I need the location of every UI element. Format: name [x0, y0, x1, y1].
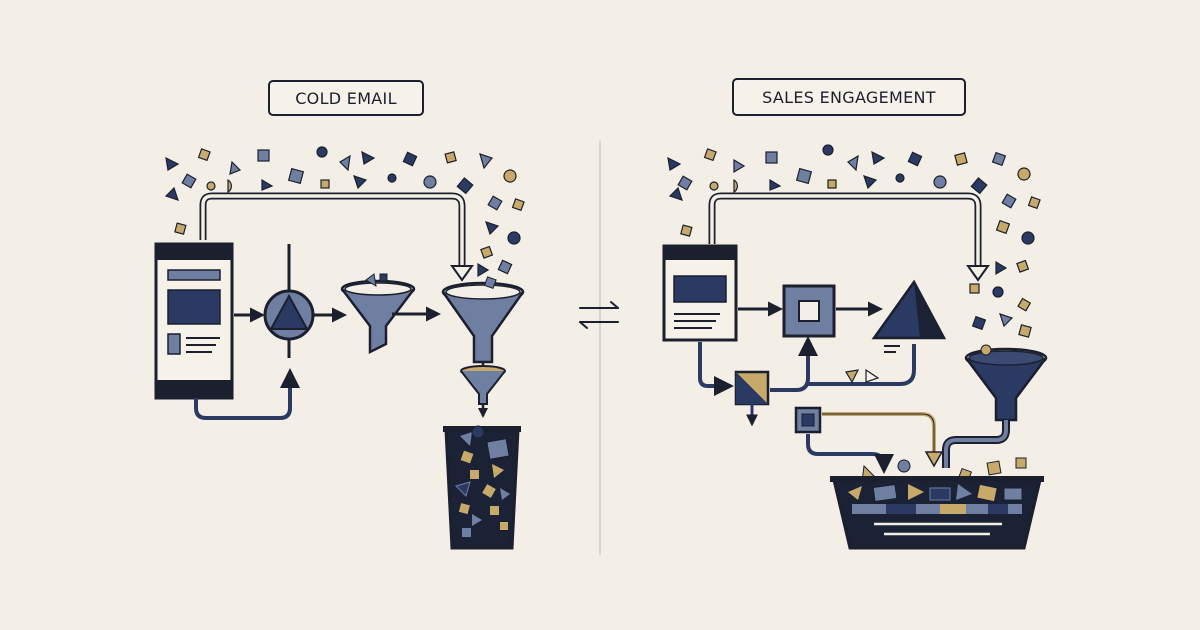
right-arrow-3 — [698, 342, 734, 396]
right-loop-arrowhead — [966, 265, 990, 282]
small-node-icon — [794, 406, 822, 434]
left-funnel-large-icon — [441, 276, 525, 364]
right-top-loop — [708, 192, 982, 268]
left-bottom-loop — [194, 368, 300, 420]
collection-basket-icon — [830, 457, 1044, 550]
split-square-icon — [734, 370, 770, 406]
pyramid-icon — [871, 279, 947, 353]
exchange-arrows-icon — [579, 301, 619, 329]
left-confetti — [164, 146, 525, 278]
right-gold-path — [822, 412, 936, 456]
left-top-loop — [199, 192, 466, 268]
left-loop-arrowhead — [450, 265, 474, 282]
right-arrow-4 — [770, 336, 818, 392]
left-funnel-bottom-icon — [460, 365, 506, 405]
right-confetti — [667, 144, 1041, 338]
sales-document-icon — [662, 244, 738, 342]
right-navy-path — [806, 434, 894, 474]
sales-engagement-title: SALES ENGAGEMENT — [732, 78, 966, 116]
processor-node-icon — [263, 244, 315, 358]
right-arrow-5 — [808, 344, 916, 386]
trash-bin-icon — [443, 425, 521, 550]
right-funnel-icon — [964, 344, 1048, 422]
left-funnel-small-icon — [340, 273, 416, 355]
process-square-icon — [782, 284, 836, 338]
email-document-icon — [154, 242, 234, 400]
right-funnel-pipe — [942, 420, 1010, 468]
cold-email-title: COLD EMAIL — [268, 80, 424, 116]
